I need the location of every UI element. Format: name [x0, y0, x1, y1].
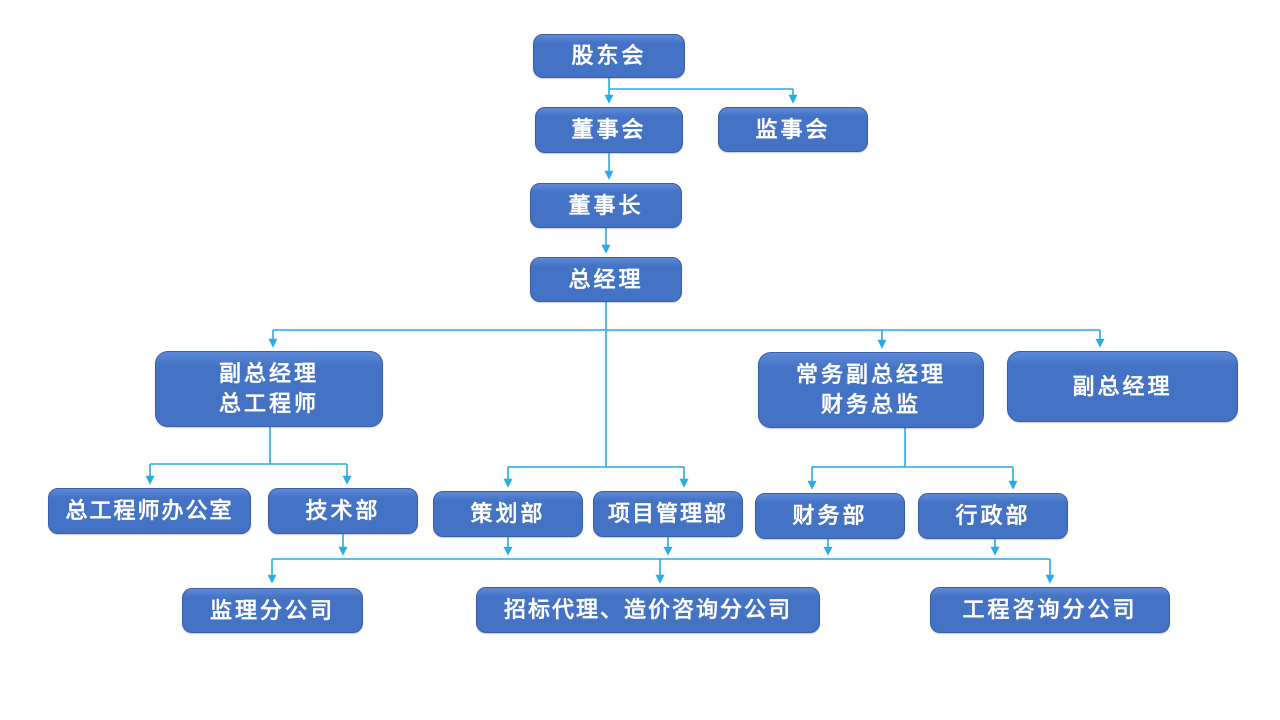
edges-dgm-chief-engineer: [145, 427, 352, 485]
node-dgm: 副总经理: [1007, 351, 1238, 422]
edges-edgm-cfo: [807, 428, 1018, 490]
node-shareholders: 股东会: [533, 34, 685, 78]
node-consulting-branch: 工程咨询分公司: [930, 587, 1170, 633]
node-gm: 总经理: [530, 257, 682, 302]
node-planning-dept: 策划部: [433, 491, 583, 537]
node-edgm-cfo: 常务副总经理 财务总监: [758, 352, 984, 428]
node-project-mgmt-dept: 项目管理部: [593, 491, 743, 537]
node-chairman: 董事长: [530, 183, 682, 228]
node-supervisory: 监事会: [718, 107, 868, 152]
node-chief-engineer-office: 总工程师办公室: [48, 488, 251, 534]
node-board: 董事会: [535, 107, 683, 153]
edges-branch-bus: [267, 534, 1055, 584]
node-tech-dept: 技术部: [268, 488, 418, 534]
node-bidding-cost-branch: 招标代理、造价咨询分公司: [476, 587, 820, 633]
node-admin-dept: 行政部: [918, 493, 1068, 539]
node-finance-dept: 财务部: [755, 493, 905, 539]
node-supervision-branch: 监理分公司: [182, 588, 363, 633]
node-dgm-chief-engineer: 副总经理 总工程师: [155, 351, 383, 427]
edges-shareholders: [604, 78, 798, 104]
